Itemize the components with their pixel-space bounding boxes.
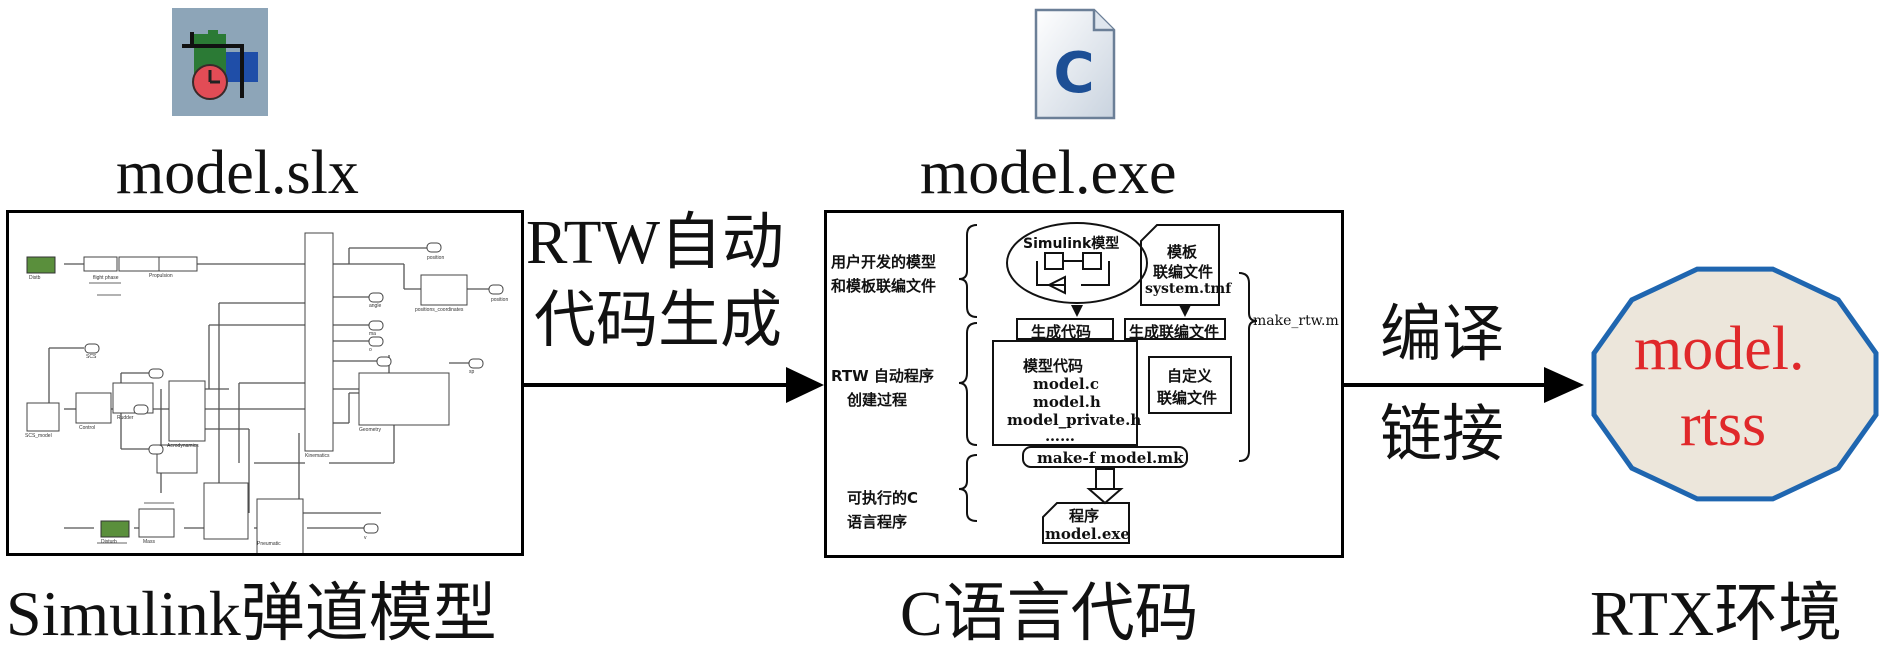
block-label-sp: sp	[469, 369, 475, 375]
rtw-flowchart	[958, 222, 1258, 544]
fc-left-label-3b: 语言程序	[847, 513, 908, 531]
block-label-kinematics: Kinematics	[305, 453, 330, 459]
block-label-angle: angle	[369, 303, 382, 309]
fc-model-code-5: ……	[1045, 427, 1075, 445]
fc-program-2: model.exe	[1045, 525, 1130, 543]
compile-label-line2: 链接	[1380, 401, 1505, 469]
block-label-mass: Mass	[143, 539, 155, 545]
c-code-box: 用户开发的模型 和模板联编文件 RTW 自动程序 创建过程 可执行的C 语言程序…	[824, 210, 1344, 558]
simulink-block-diagram	[26, 232, 504, 553]
fc-left-label-3a: 可执行的C	[847, 489, 919, 507]
fc-model-code-1: 模型代码	[1023, 357, 1084, 375]
fc-model-code-4: model_private.h	[1007, 411, 1142, 429]
model-exe-label: model.exe	[920, 139, 1177, 207]
fc-make-cmd: make-f model.mk	[1037, 449, 1184, 467]
c-code-caption: C语言代码	[900, 578, 1199, 649]
block-label-scs: SCS	[86, 354, 97, 360]
simulink-model-box: Distb flight phase Propulsion Kinematics…	[6, 210, 524, 556]
rtx-caption: RTX环境	[1590, 578, 1843, 649]
block-label-position: position	[427, 255, 445, 261]
block-label-scs-model: SCS_model	[25, 433, 52, 439]
compile-label-line1: 编译	[1380, 301, 1505, 369]
fc-left-label-1a: 用户开发的模型	[831, 253, 937, 271]
block-label-v: v	[364, 535, 367, 541]
fc-template-1: 模板	[1167, 243, 1198, 261]
fc-model-code-3: model.h	[1033, 393, 1101, 411]
fc-program-1: 程序	[1069, 507, 1100, 525]
fc-gen-code: 生成代码	[1031, 323, 1092, 341]
block-label-geometry: Geometry	[359, 427, 381, 433]
block-label-pos-port: position	[491, 297, 509, 303]
fc-left-label-2b: 创建过程	[847, 391, 908, 409]
fc-template-3: system.tmf	[1145, 281, 1232, 297]
block-label-control: Control	[79, 425, 96, 431]
rtss-shape	[1591, 266, 1879, 502]
block-label-rudder: Rudder	[117, 415, 134, 421]
block-label-position-coordinates: positions_coordinates	[415, 307, 464, 313]
fc-custom-makefile-1: 自定义	[1167, 367, 1213, 385]
model-slx-label: model.slx	[116, 139, 359, 207]
rtw-label-line1: RTW自动	[526, 209, 785, 277]
c-file-icon: C	[1034, 8, 1116, 120]
block-label-pneumatic: Pneumatic	[257, 541, 281, 547]
block-label-o: o	[369, 347, 372, 353]
fc-model-code-2: model.c	[1033, 375, 1099, 393]
arrow-compile	[1344, 367, 1584, 403]
simulink-caption: Simulink弹道模型	[6, 578, 497, 649]
rtss-text-line1: model.	[1634, 315, 1805, 383]
block-label-flight-phase: flight phase	[93, 275, 119, 281]
arrow-rtw	[524, 367, 824, 403]
c-letter: C	[1053, 41, 1094, 106]
rtss-text-line2: rtss	[1680, 391, 1767, 459]
fc-make-rtw: make_rtw.m	[1253, 313, 1339, 329]
block-label-aerodynamics: Aerodynamics	[167, 443, 199, 449]
fc-gen-makefile: 生成联编文件	[1129, 323, 1220, 341]
fc-custom-makefile-2: 联编文件	[1157, 389, 1218, 407]
block-label-propulsion: Propulsion	[149, 273, 173, 279]
block-label-ma: ma	[369, 331, 376, 337]
fc-template-2: 联编文件	[1153, 263, 1214, 281]
simulink-icon	[172, 8, 268, 116]
fc-simulink-model: Simulink模型	[1023, 236, 1120, 252]
fc-left-label-2a: RTW 自动程序	[831, 367, 934, 385]
block-label-disturb: Disturb	[101, 539, 117, 545]
fc-left-label-1b: 和模板联编文件	[831, 277, 937, 295]
block-label-distb: Distb	[29, 275, 41, 281]
rtw-label-line2: 代码生成	[534, 287, 783, 355]
